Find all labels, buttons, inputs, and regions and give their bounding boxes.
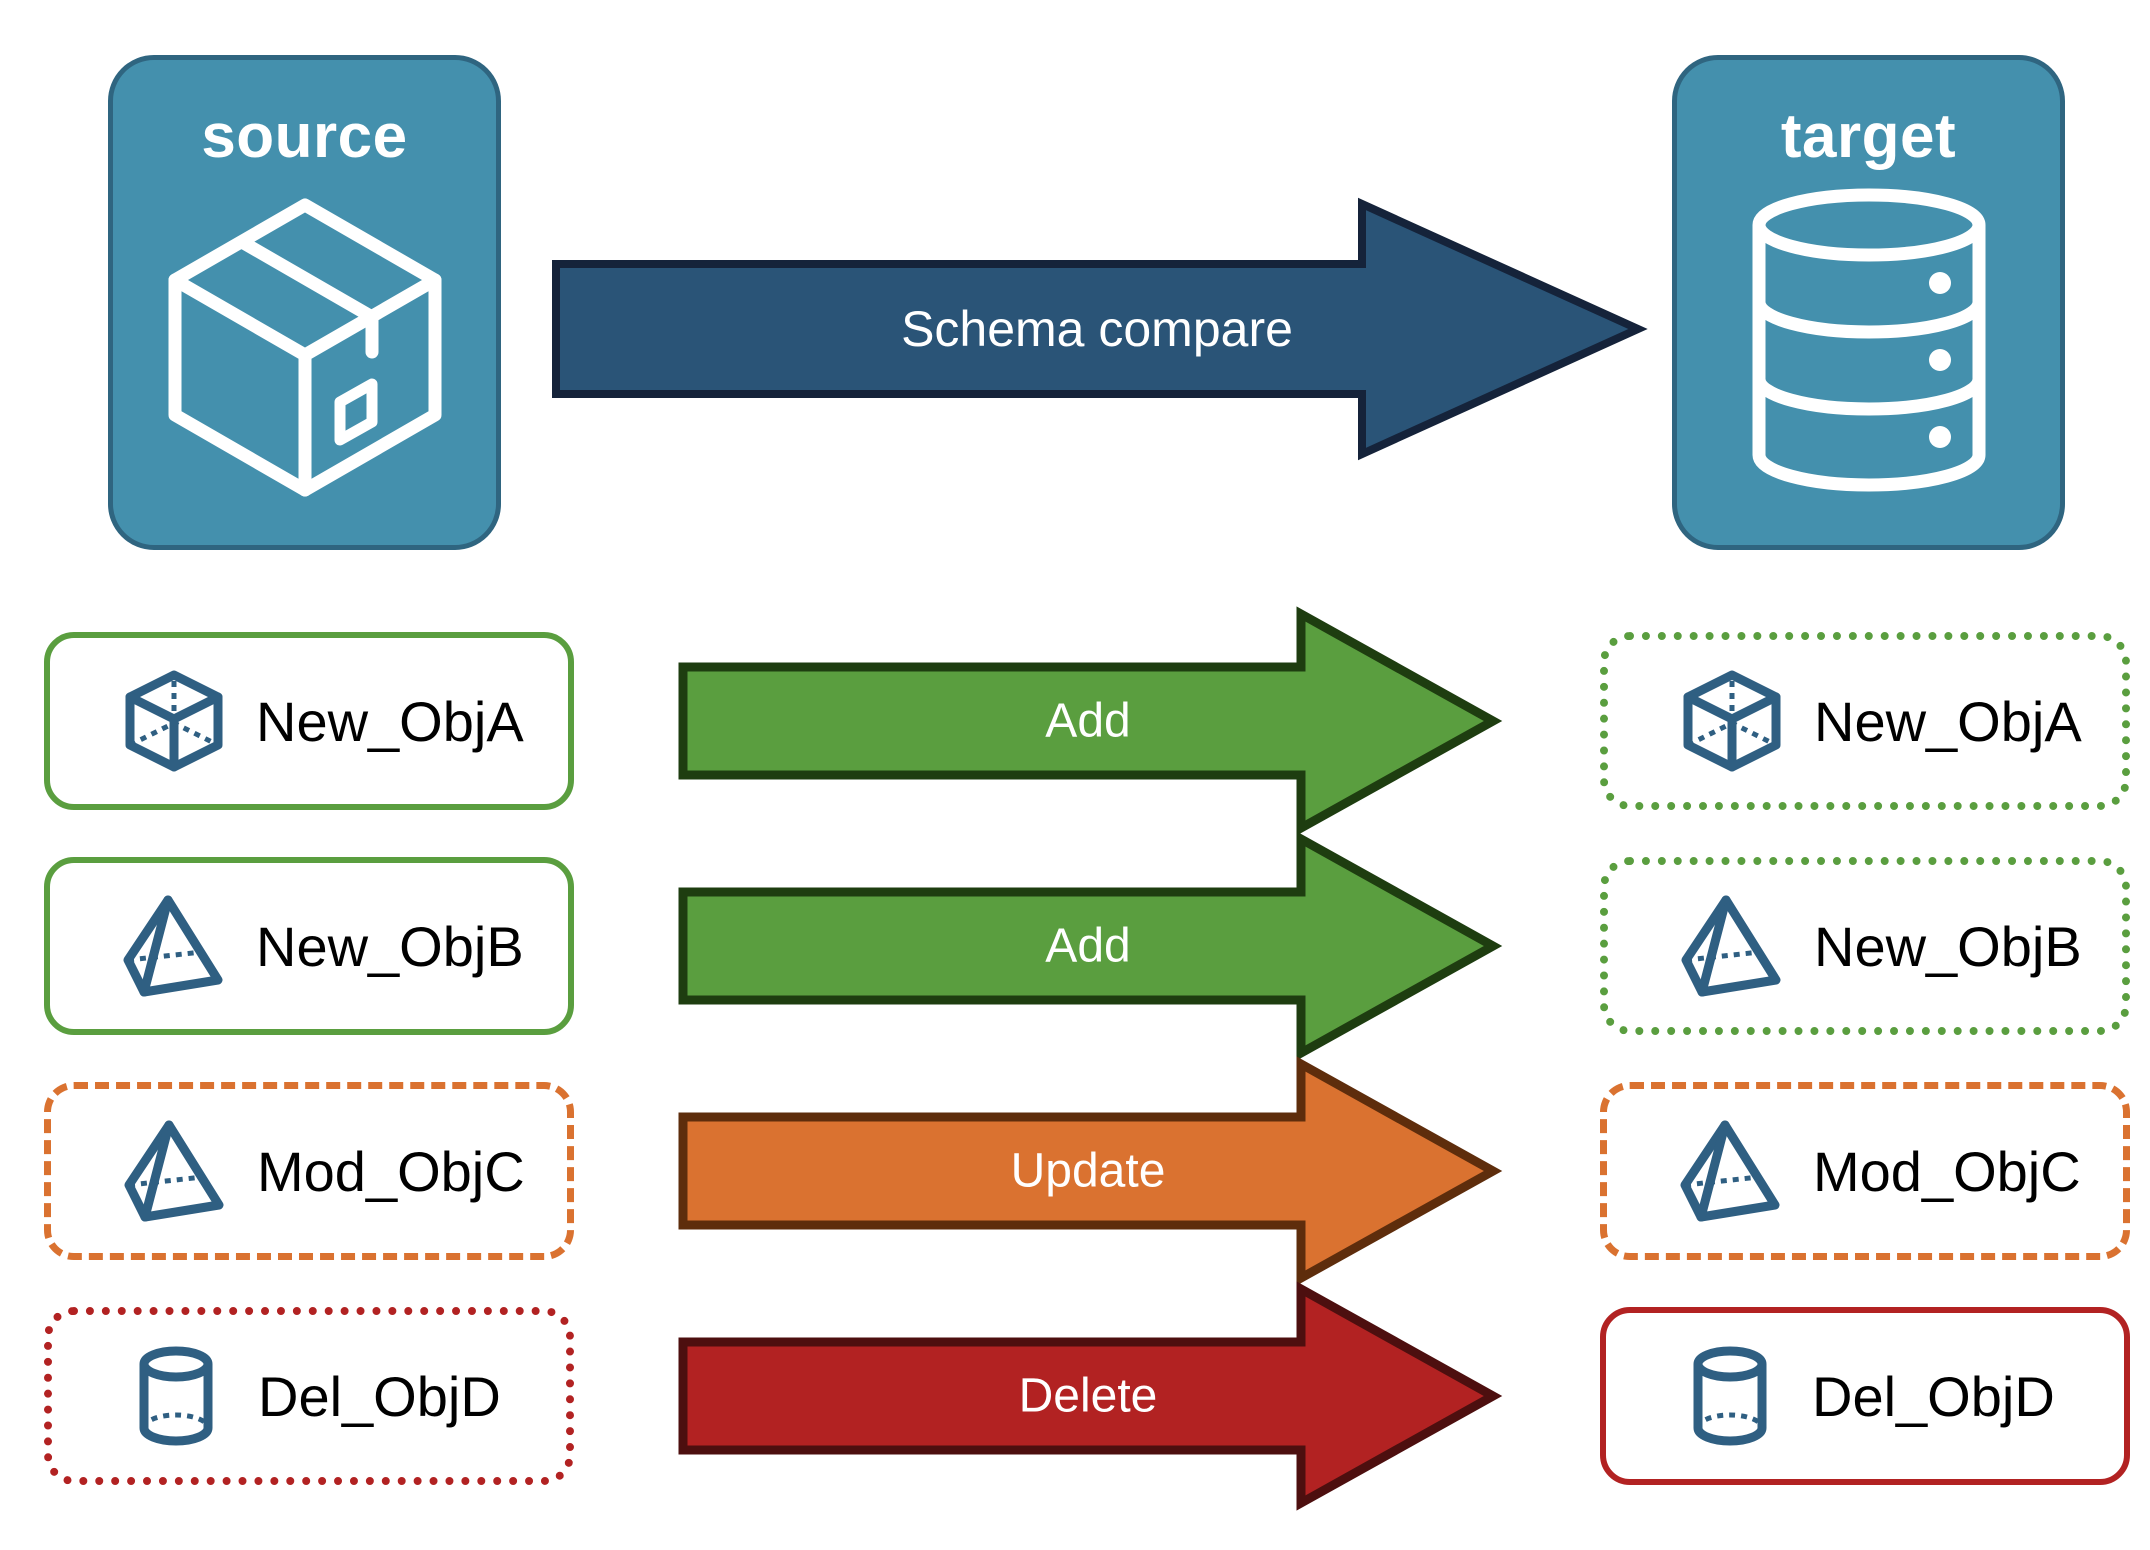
source-object-chip[interactable]: New_ObjA <box>44 632 574 810</box>
cylinder-wireframe-icon <box>1678 1344 1782 1448</box>
target-panel[interactable]: target <box>1672 55 2065 550</box>
cylinder-wireframe-icon <box>124 1344 228 1448</box>
action-arrow-add-b[interactable]: Add <box>678 831 1503 1061</box>
target-object-chip[interactable]: Mod_ObjC <box>1600 1082 2130 1260</box>
source-object-chip[interactable]: Del_ObjD <box>44 1307 574 1485</box>
target-object-chip[interactable]: Del_ObjD <box>1600 1307 2130 1485</box>
pyramid-wireframe-icon <box>123 1119 227 1223</box>
target-object-label: New_ObjA <box>1814 689 2082 753</box>
pyramid-wireframe-icon <box>1679 1119 1783 1223</box>
target-panel-title: target <box>1780 102 1957 171</box>
cube-wireframe-icon <box>122 669 226 773</box>
source-object-label: Mod_ObjC <box>257 1139 525 1203</box>
action-arrow-add-a[interactable]: Add <box>678 606 1503 836</box>
source-object-chip[interactable]: Mod_ObjC <box>44 1082 574 1260</box>
database-cylinder-icon <box>1744 188 1994 492</box>
source-object-chip[interactable]: New_ObjB <box>44 857 574 1035</box>
source-panel[interactable]: source <box>108 55 501 550</box>
target-object-label: New_ObjB <box>1814 914 2082 978</box>
source-object-label: Del_ObjD <box>258 1364 501 1428</box>
package-box-icon <box>160 190 450 497</box>
source-object-label: New_ObjA <box>256 689 524 753</box>
target-object-label: Mod_ObjC <box>1813 1139 2081 1203</box>
target-object-label: Del_ObjD <box>1812 1364 2055 1428</box>
action-arrow-update[interactable]: Update <box>678 1056 1503 1286</box>
source-object-label: New_ObjB <box>256 914 524 978</box>
action-arrow-delete[interactable]: Delete <box>678 1281 1503 1511</box>
target-object-chip[interactable]: New_ObjB <box>1600 857 2130 1035</box>
source-panel-title: source <box>201 102 408 171</box>
schema-compare-arrow[interactable]: Schema compare <box>552 197 1648 461</box>
pyramid-wireframe-icon <box>1680 894 1784 998</box>
pyramid-wireframe-icon <box>122 894 226 998</box>
cube-wireframe-icon <box>1680 669 1784 773</box>
target-object-chip[interactable]: New_ObjA <box>1600 632 2130 810</box>
